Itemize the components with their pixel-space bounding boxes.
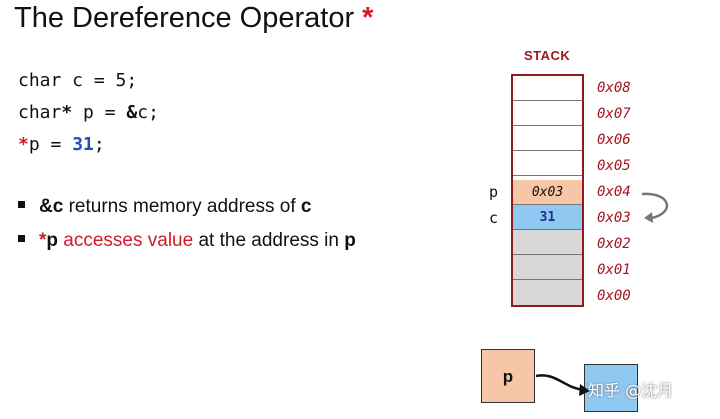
code-line-2-type: char <box>18 102 62 123</box>
code-line-3-star: * <box>18 134 29 155</box>
stack-cell-0x07 <box>513 101 582 126</box>
stack-diagram: 0x03 31 <box>511 74 584 307</box>
bullet-1: &c returns memory address of c <box>18 196 311 218</box>
address-label: 0x05 <box>597 158 631 174</box>
var-label-c: c <box>489 209 499 227</box>
code-line-2: char* p = &c; <box>18 102 159 123</box>
stack-cell-0x02 <box>513 230 582 255</box>
title-text: The Dereference Operator <box>14 2 363 34</box>
code-line-2-amp: & <box>126 102 138 123</box>
stack-cell-0x00 <box>513 280 582 305</box>
stack-cell-0x03: 31 <box>513 205 582 230</box>
stack-cell-0x06 <box>513 126 582 151</box>
stack-label: STACK <box>524 48 571 63</box>
code-line-3-num: 31 <box>72 134 94 155</box>
code-line-2-end: c; <box>137 102 159 123</box>
code-line-1-text: char c = 5; <box>18 70 138 91</box>
code-line-3-mid: p = <box>28 134 73 155</box>
stack-cell-0x05 <box>513 151 582 176</box>
bullet-2-text: at the address in <box>193 230 345 251</box>
address-label: 0x00 <box>597 288 631 304</box>
stack-cell-0x04: 0x03 <box>513 180 582 205</box>
code-line-3: *p = 31; <box>18 134 105 155</box>
bullet-2-bold: p <box>46 230 59 251</box>
code-line-1: char c = 5; <box>18 70 137 91</box>
stack-cell-0x08 <box>513 76 582 101</box>
title-star: * <box>362 2 374 34</box>
watermark: 知乎 @沈月 <box>588 381 674 400</box>
address-label: 0x06 <box>597 132 631 148</box>
code-line-2-star: * <box>61 102 73 123</box>
var-label-p: p <box>489 183 499 201</box>
address-label: 0x08 <box>597 80 631 96</box>
address-label: 0x01 <box>597 262 631 278</box>
pointer-link-arrow-icon <box>535 374 590 396</box>
bullet-square-icon <box>18 235 25 243</box>
code-line-2-mid: p = <box>72 102 127 123</box>
slide-title: The Dereference Operator * <box>14 2 373 35</box>
pointer-arrow-icon <box>641 192 669 223</box>
address-label: 0x04 <box>597 184 631 200</box>
bullet-2-star: * <box>39 230 47 251</box>
bullet-2: *p accesses value at the address in p <box>18 230 356 252</box>
address-label: 0x03 <box>597 210 631 226</box>
address-label: 0x02 <box>597 236 631 252</box>
address-label: 0x07 <box>597 106 631 122</box>
bullet-1-bold: &c <box>39 196 64 217</box>
bullet-2-red: accesses value <box>58 230 194 251</box>
bullet-1-bold2: c <box>300 196 312 217</box>
bullet-1-text: returns memory address of <box>63 196 301 217</box>
code-line-3-end: ; <box>93 134 105 155</box>
stack-cell-0x01 <box>513 255 582 280</box>
bullet-2-bold2: p <box>344 230 356 251</box>
pointer-box-p: p <box>481 349 535 403</box>
bullet-square-icon <box>18 201 25 209</box>
